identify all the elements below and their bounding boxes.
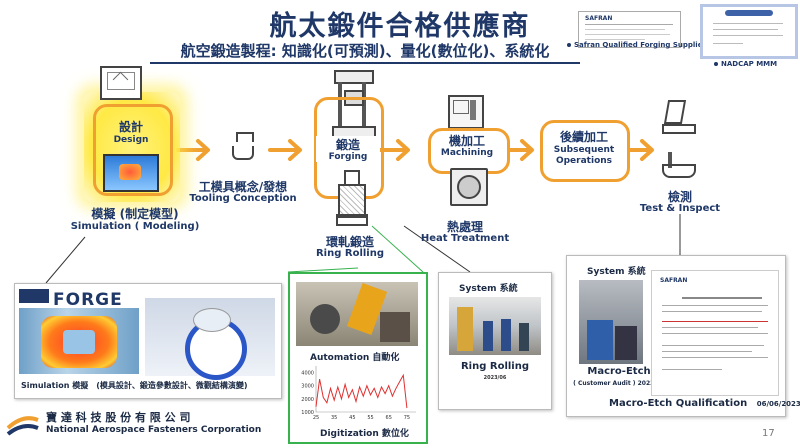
macro-qual-text: Macro-Etch Qualification [609,398,748,409]
digitization-chart: 1000 2000 3000 4000 25 35 45 55 65 75 [301,366,416,421]
digitization-label: Digitization 數位化 [320,429,409,439]
simulation-label-zh: 模擬 (制定模型) [91,207,179,221]
chart-xtick-label: 55 [367,415,373,421]
subsequent-label-en: Subsequent Operations [553,145,615,166]
forge-simulation-panel: FORGE Simulation 模擬 (模具設計、鍛造參數設計、微觀結構演變) [14,283,282,399]
chart-xtick-label: 35 [331,415,337,421]
tooling-die-icon [232,132,254,164]
chart-xtick-label: 45 [349,415,355,421]
forge-logo: FORGE [53,290,123,310]
machining-label-zh: 機加工 [448,134,485,148]
simulation-label-en: Simulation ( Modeling) [70,221,200,232]
test-label-zh: 檢測 [667,190,692,204]
chart-series-line [315,373,408,409]
ring-rolling-photo [449,297,541,355]
macro-system-label: System 系統 [587,267,646,277]
forge-logo-mark [19,289,49,303]
macro-qualification-label: Macro-Etch Qualification 06/06/2023 [609,398,800,409]
test-label-en: Test & Inspect [639,203,721,214]
ring-rolling-date: 2023/06 [483,375,507,381]
document-safran-logo: SAFRAN [660,277,688,284]
forging-press-icon [330,70,376,138]
ring-rolling-label-zh: 環軋鍛造 [325,235,374,249]
chart-axes [315,366,416,413]
tooling-label-en: Tooling Conception [189,193,297,204]
nadcap-logo [725,10,773,16]
arrow-tooling-forging [268,139,302,161]
heat-treatment-label-zh: 熱處理 [446,220,483,234]
chart-xtick-label: 25 [313,415,319,421]
subsequent-box [540,120,630,182]
callout-line-automation-2 [371,225,424,273]
forging-label-zh: 鍛造 [316,136,380,153]
ring-rolling-label-en: Ring Rolling [315,248,385,259]
safran-certificate: SAFRAN [578,11,681,48]
heat-treatment-label-en: Heat Treatment [420,233,510,244]
design-box [93,104,173,196]
nadcap-certificate [700,4,798,59]
machining-label-en: Machining [440,148,494,158]
design-label-zh: 設計 [118,120,143,134]
safran-caption: Safran Qualified Forging Supplier [574,41,706,49]
callout-line-sim [45,236,86,284]
page-title: 航太鍛件合格供應商 [269,11,531,42]
company-logo [6,410,40,436]
ring-rolling-machine-icon [336,170,368,226]
automation-label: Automation 自動化 [310,353,400,363]
macro-qual-date: 06/06/2023 [756,400,800,408]
design-monitor-icon [100,66,142,100]
heat-treatment-furnace-icon [448,168,488,206]
automation-robot-image [296,282,418,346]
arrow-subsequent-test [625,139,654,161]
company-name-en: National Aerospace Fasteners Corporation [46,425,262,435]
machining-cnc-icon [448,95,484,129]
simulation-screen-icon [103,154,159,192]
design-label-en: Design [113,135,149,145]
safran-bullet-icon [567,43,571,47]
qualification-document: SAFRAN [651,270,779,396]
company-name-zh: 寶 達 科 技 股 份 有 限 公 司 [46,411,191,424]
machining-box [428,128,510,174]
page-number: 17 [762,428,775,439]
callout-line-automation [287,267,359,273]
automation-panel: Automation 自動化 1000 2000 3000 4000 25 35 45 55 6… [288,272,428,444]
simulation-die-image [19,308,139,374]
chart-xtick-label: 75 [404,415,410,421]
nadcap-caption: NADCAP MMM [721,60,778,68]
forge-caption: Simulation 模擬 (模具設計、鍛造參數設計、微觀結構演變) [21,381,248,390]
chart-ytick-label: 1000 [301,410,314,416]
subsequent-label-zh: 後續加工 [559,130,608,144]
chart-ytick-label: 3000 [301,384,314,390]
macro-etch-label: Macro-Etch [587,366,651,377]
chart-ytick-label: 2000 [301,397,314,403]
forging-label-en: Forging [316,152,380,162]
nadcap-bullet-icon [714,62,718,66]
tooling-label-zh: 工模具概念/發想 [198,180,288,194]
chart-xtick-label: 65 [386,415,392,421]
macro-etch-panel: System 系統 Macro-Etch ( Customer Audit ) … [566,255,800,417]
inspection-microscope-icon [662,100,696,134]
ring-system-label: System 系統 [459,284,518,294]
safran-cert-logo: SAFRAN [585,15,613,22]
chart-ytick-label: 4000 [301,371,314,377]
callout-line-ring [403,225,471,273]
simulation-ring-image [145,298,275,380]
macro-etch-photo [579,280,643,364]
arrow-design-tooling [176,139,210,161]
ring-rolling-caption: Ring Rolling [460,361,530,372]
page-subtitle: 航空鍛造製程: 知識化(可預測)、量化(數位化)、系統化 [150,40,580,64]
inspection-gauge-icon [662,152,696,178]
ring-rolling-system-panel: System 系統 Ring Rolling 2023/06 [438,272,552,410]
customer-audit-label: ( Customer Audit ) 2023/06 [573,380,665,387]
